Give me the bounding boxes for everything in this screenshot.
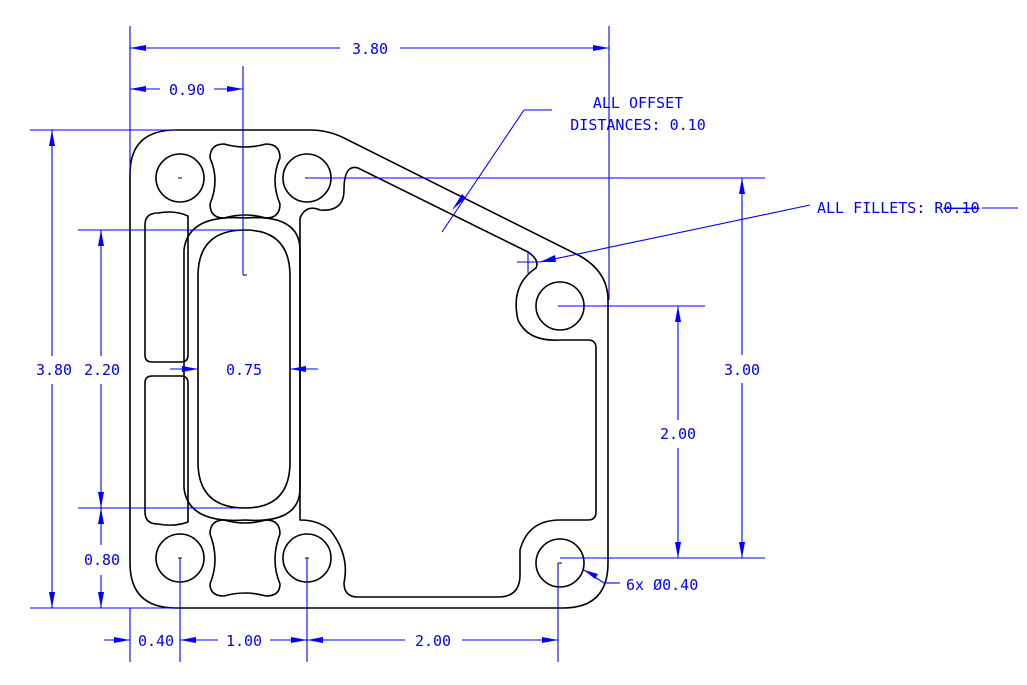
left-bar-lower [144,375,189,526]
dim-slot-width: 0.75 [226,361,262,379]
note-fillets-value: 0.10 [943,199,979,217]
slot-web [183,216,301,522]
note-fillets-prefix: ALL FILLETS: R [817,199,944,217]
dim-hole-offset-y: 0.80 [84,551,120,569]
hole-bottom-right [535,538,585,588]
dimension-lines [30,26,811,662]
outer-profile [129,129,609,609]
note-fillets: ALL FILLETS: R0.10 [817,199,980,217]
part-geometry [129,129,609,609]
dim-bottom-edge-offset: 0.40 [138,632,174,650]
main-pocket [299,166,597,598]
note-holes: 6x Ø0.40 [626,576,698,594]
dim-overall-height: 3.80 [36,361,72,379]
dim-bottom-spacing-1: 1.00 [226,632,262,650]
dim-right-total-height: 3.00 [724,361,760,379]
center-slot [197,229,291,509]
dim-hole-offset-x: 0.90 [169,81,205,99]
top-bridge [209,143,281,219]
dim-bottom-spacing-2: 2.00 [415,632,451,650]
dim-overall-width: 3.80 [352,40,388,58]
dim-slot-length: 2.20 [84,361,120,379]
note-offset-line1: ALL OFFSET [593,94,683,112]
hole-top-left [155,153,205,203]
left-bar-upper [144,211,189,363]
note-offset-line2: DISTANCES: 0.10 [570,116,705,134]
bottom-bridge [209,519,281,597]
dim-right-hole-spacing: 2.00 [660,425,696,443]
